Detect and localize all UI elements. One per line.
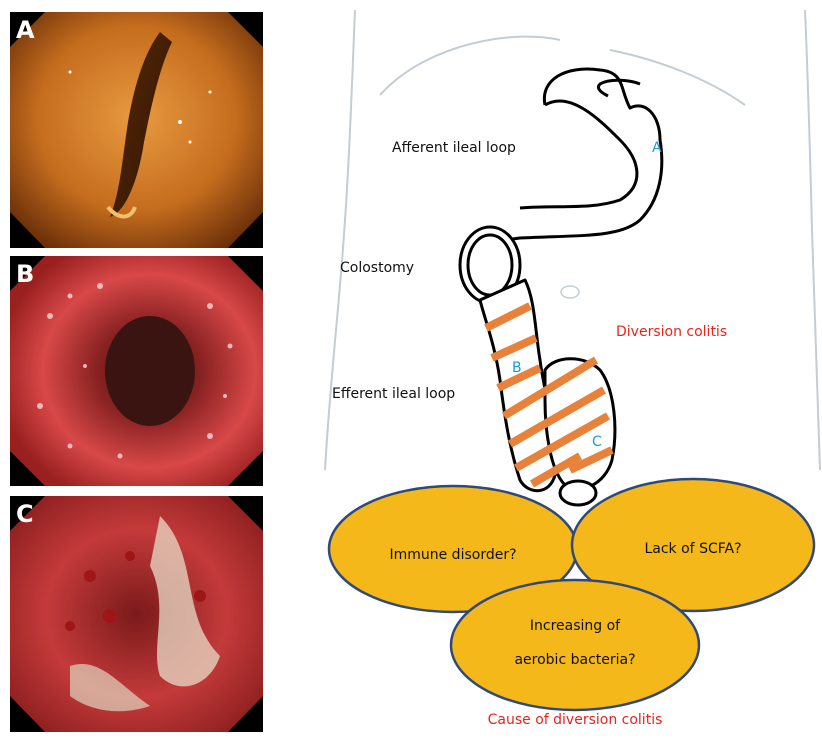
cause-immune-text: Immune disorder? (389, 547, 516, 563)
endoscopy-image-b (10, 256, 263, 486)
colostomy-label: Colostomy (340, 260, 414, 276)
endoscopy-image-c (10, 496, 263, 732)
marker-a: A (652, 140, 662, 156)
endoscopy-image-a (10, 12, 263, 248)
diversion-colitis-label: Diversion colitis (616, 324, 727, 340)
causes-caption: Cause of diversion colitis (488, 712, 663, 728)
marker-c: C (592, 434, 602, 450)
diversion-colitis-diagram: Afferent ileal loop Colostomy Efferent i… (300, 0, 822, 746)
endoscopy-panel-c: C (10, 496, 263, 732)
afferent-loop-label: Afferent ileal loop (392, 140, 516, 156)
panel-label-a: A (16, 16, 35, 44)
cause-ellipse-bacteria (451, 580, 699, 710)
cause-bacteria-text-line1: Increasing of (530, 618, 621, 634)
cause-scfa-text: Lack of SCFA? (644, 541, 741, 557)
efferent-loop-label: Efferent ileal loop (332, 386, 455, 402)
panel-label-c: C (16, 500, 34, 528)
panel-label-b: B (16, 260, 34, 288)
cause-bacteria-text-line2: aerobic bacteria? (514, 652, 635, 668)
afferent-loop (505, 69, 662, 240)
marker-b: B (512, 360, 522, 376)
endoscopy-panel-a: A (10, 12, 263, 248)
endoscopy-panel-b: B (10, 256, 263, 486)
cause-ellipses (329, 479, 814, 710)
